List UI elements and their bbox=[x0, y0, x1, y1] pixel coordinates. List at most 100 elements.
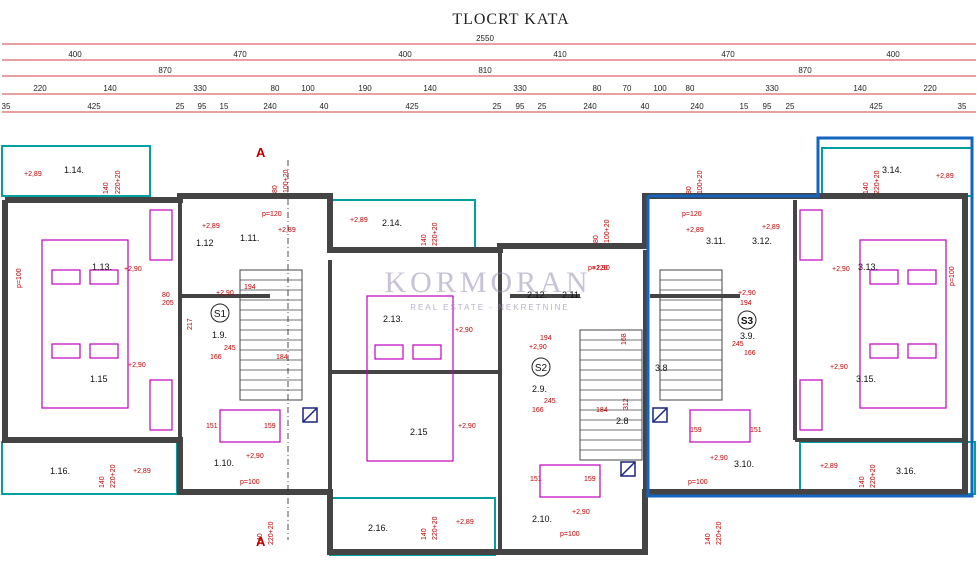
opening-mark: 151 bbox=[206, 423, 218, 430]
dimension-label: 25 bbox=[538, 102, 547, 111]
stair-label-s3: S3 bbox=[741, 316, 754, 327]
level-mark: +2,90 bbox=[830, 364, 848, 371]
room-label: 2.9. bbox=[532, 384, 547, 394]
room-label: 2.8 bbox=[616, 416, 629, 426]
level-mark: +2,90 bbox=[572, 509, 590, 516]
opening-mark: 194 bbox=[540, 335, 552, 342]
level-mark: +2,90 bbox=[832, 266, 850, 273]
opening-mark: 194 bbox=[740, 300, 752, 307]
level-mark: +2,89 bbox=[24, 171, 42, 178]
dimension-label: 15 bbox=[220, 102, 229, 111]
dimension-label: 80 bbox=[271, 84, 280, 93]
dimension-row-total: 2550 bbox=[476, 34, 494, 43]
level-mark: +2,89 bbox=[820, 463, 838, 470]
dimension-label: 25 bbox=[786, 102, 795, 111]
opening-mark: 100+20 bbox=[283, 169, 290, 193]
opening-mark: 151 bbox=[750, 427, 762, 434]
opening-mark: p=100 bbox=[688, 479, 708, 486]
dimension-label: 240 bbox=[690, 102, 704, 111]
room-label: 3.11. bbox=[706, 236, 725, 246]
room-label: 3.12. bbox=[752, 236, 772, 246]
dimension-label: 240 bbox=[263, 102, 277, 111]
level-mark: +2,90 bbox=[246, 453, 264, 460]
opening-mark: 220+20 bbox=[268, 521, 275, 545]
dimension-label: 95 bbox=[516, 102, 525, 111]
dimension-label: 2550 bbox=[476, 34, 494, 43]
furniture bbox=[41, 209, 947, 498]
dimension-label: 220 bbox=[923, 84, 937, 93]
room-label: 1.13. bbox=[92, 262, 112, 272]
room-labels: 1.14. 1.13. 1.15 1.16. 1.12 1.11. 1.9. 1… bbox=[50, 165, 916, 533]
opening-mark: 80 bbox=[162, 292, 170, 299]
level-mark: +2,90 bbox=[738, 290, 756, 297]
dimension-label: 330 bbox=[513, 84, 527, 93]
opening-mark: 184 bbox=[596, 407, 608, 414]
opening-mark: 245 bbox=[224, 345, 236, 352]
dimension-label: 35 bbox=[2, 102, 11, 111]
opening-mark: 245 bbox=[732, 341, 744, 348]
opening-mark: 140 bbox=[421, 234, 428, 246]
room-label: 2.10. bbox=[532, 514, 552, 524]
opening-mark: 159 bbox=[690, 427, 702, 434]
dimension-label: 140 bbox=[853, 84, 867, 93]
stair-label-s1: S1 bbox=[214, 309, 227, 320]
level-mark: +2,90 bbox=[124, 266, 142, 273]
dimension-label: 25 bbox=[493, 102, 502, 111]
dimension-label: 140 bbox=[103, 84, 117, 93]
dimension-label: 410 bbox=[553, 50, 567, 59]
plan-title: TLOCRT KATA bbox=[452, 11, 569, 28]
dimension-label: 400 bbox=[398, 50, 412, 59]
room-label: 1.9. bbox=[212, 330, 227, 340]
dimension-label: 220 bbox=[33, 84, 47, 93]
level-mark: +2,89 bbox=[456, 519, 474, 526]
opening-mark: 140 bbox=[863, 182, 870, 194]
opening-mark: 312 bbox=[623, 398, 630, 410]
level-mark: +2,90 bbox=[529, 344, 547, 351]
room-label: 3.14. bbox=[882, 165, 902, 175]
opening-mark: p=100 bbox=[949, 266, 956, 286]
dimension-label: 15 bbox=[740, 102, 749, 111]
opening-annotations: 140 220+20 80 100+20 p=120 p=100 194 245… bbox=[16, 169, 956, 545]
level-mark: +2,90 bbox=[592, 265, 610, 272]
room-label: 3.10. bbox=[734, 459, 754, 469]
stair-markers bbox=[210, 303, 757, 377]
opening-mark: 140 bbox=[103, 182, 110, 194]
opening-mark: 184 bbox=[276, 354, 288, 361]
dimension-label: 100 bbox=[653, 84, 667, 93]
opening-mark: 205 bbox=[162, 300, 174, 307]
opening-mark: 168 bbox=[621, 333, 628, 345]
dimension-label: 470 bbox=[721, 50, 735, 59]
opening-mark: 220+20 bbox=[115, 170, 122, 194]
dimension-label: 330 bbox=[193, 84, 207, 93]
dimension-label: 80 bbox=[593, 84, 602, 93]
dimension-label: 870 bbox=[158, 66, 172, 75]
room-label: 1.11. bbox=[240, 233, 259, 243]
room-label: 2.16. bbox=[368, 523, 388, 533]
level-mark: +2,90 bbox=[458, 423, 476, 430]
opening-mark: 159 bbox=[584, 476, 596, 483]
dimension-label: 95 bbox=[198, 102, 207, 111]
dimension-label: 400 bbox=[68, 50, 82, 59]
opening-mark: 100+20 bbox=[604, 219, 611, 243]
watermark-logo: KORMORAN bbox=[384, 266, 591, 299]
opening-mark: p=120 bbox=[682, 211, 702, 218]
room-label: 1.14. bbox=[64, 165, 84, 175]
stairs bbox=[239, 269, 723, 461]
dimension-lines bbox=[2, 43, 976, 113]
dimension-label: 425 bbox=[869, 102, 883, 111]
dimension-label: 330 bbox=[765, 84, 779, 93]
level-mark: +2,89 bbox=[350, 217, 368, 224]
dimension-label: 190 bbox=[358, 84, 372, 93]
section-mark-bottom: A bbox=[256, 534, 266, 549]
room-label: 1.10. bbox=[214, 458, 234, 468]
opening-mark: 140 bbox=[421, 528, 428, 540]
highlighted-unit-outline bbox=[646, 136, 974, 498]
dimension-label: 35 bbox=[958, 102, 967, 111]
level-mark: +2,90 bbox=[455, 327, 473, 334]
room-label: 1.15 bbox=[90, 374, 108, 384]
room-label: 1.12 bbox=[196, 238, 214, 248]
level-mark: +2,89 bbox=[202, 223, 220, 230]
